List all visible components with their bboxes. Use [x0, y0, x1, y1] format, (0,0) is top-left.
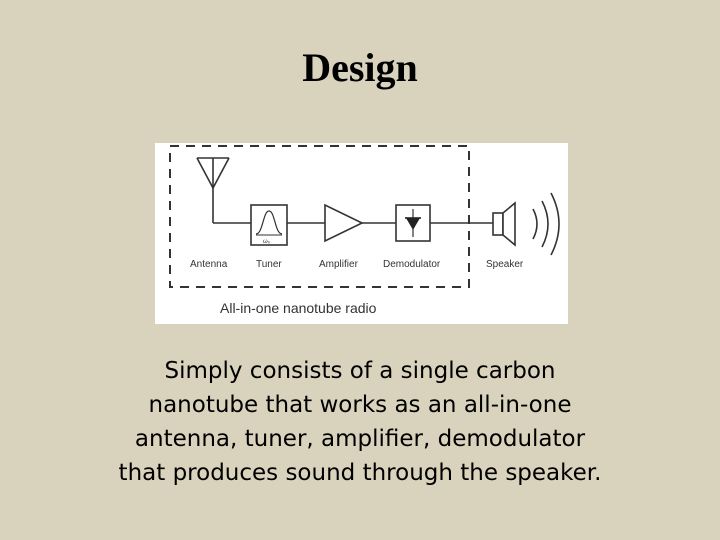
slide-title: Design	[302, 45, 418, 90]
caption-line: nanotube that works as an all-in-one	[148, 392, 572, 418]
enclosure-label: All-in-one nanotube radio	[220, 300, 377, 316]
demodulator-diode-icon	[395, 204, 431, 242]
sound-waves-icon	[532, 192, 560, 256]
amplifier-icon	[324, 203, 364, 243]
demodulator-label: Demodulator	[383, 259, 441, 270]
caption-line: that produces sound through the speaker.	[118, 460, 602, 486]
antenna-label: Antenna	[190, 259, 228, 270]
speaker-icon	[492, 201, 516, 247]
caption-line: antenna, tuner, amplifier, demodulator	[134, 426, 586, 452]
tuner-icon: ω₀	[250, 204, 288, 246]
amplifier-label: Amplifier	[319, 259, 359, 270]
speaker-label: Speaker	[486, 259, 524, 270]
radio-block-diagram: ω₀ Antenna Tuner Amplifier Demodulator	[155, 143, 568, 324]
tuner-symbol: ω₀	[263, 239, 271, 245]
tuner-label: Tuner	[256, 259, 282, 270]
caption-line: Simply consists of a single carbon	[164, 358, 556, 384]
antenna-icon	[196, 157, 251, 224]
nanotube-enclosure-box	[169, 145, 470, 288]
slide-caption: Simply consists of a single carbon nanot…	[40, 354, 680, 490]
